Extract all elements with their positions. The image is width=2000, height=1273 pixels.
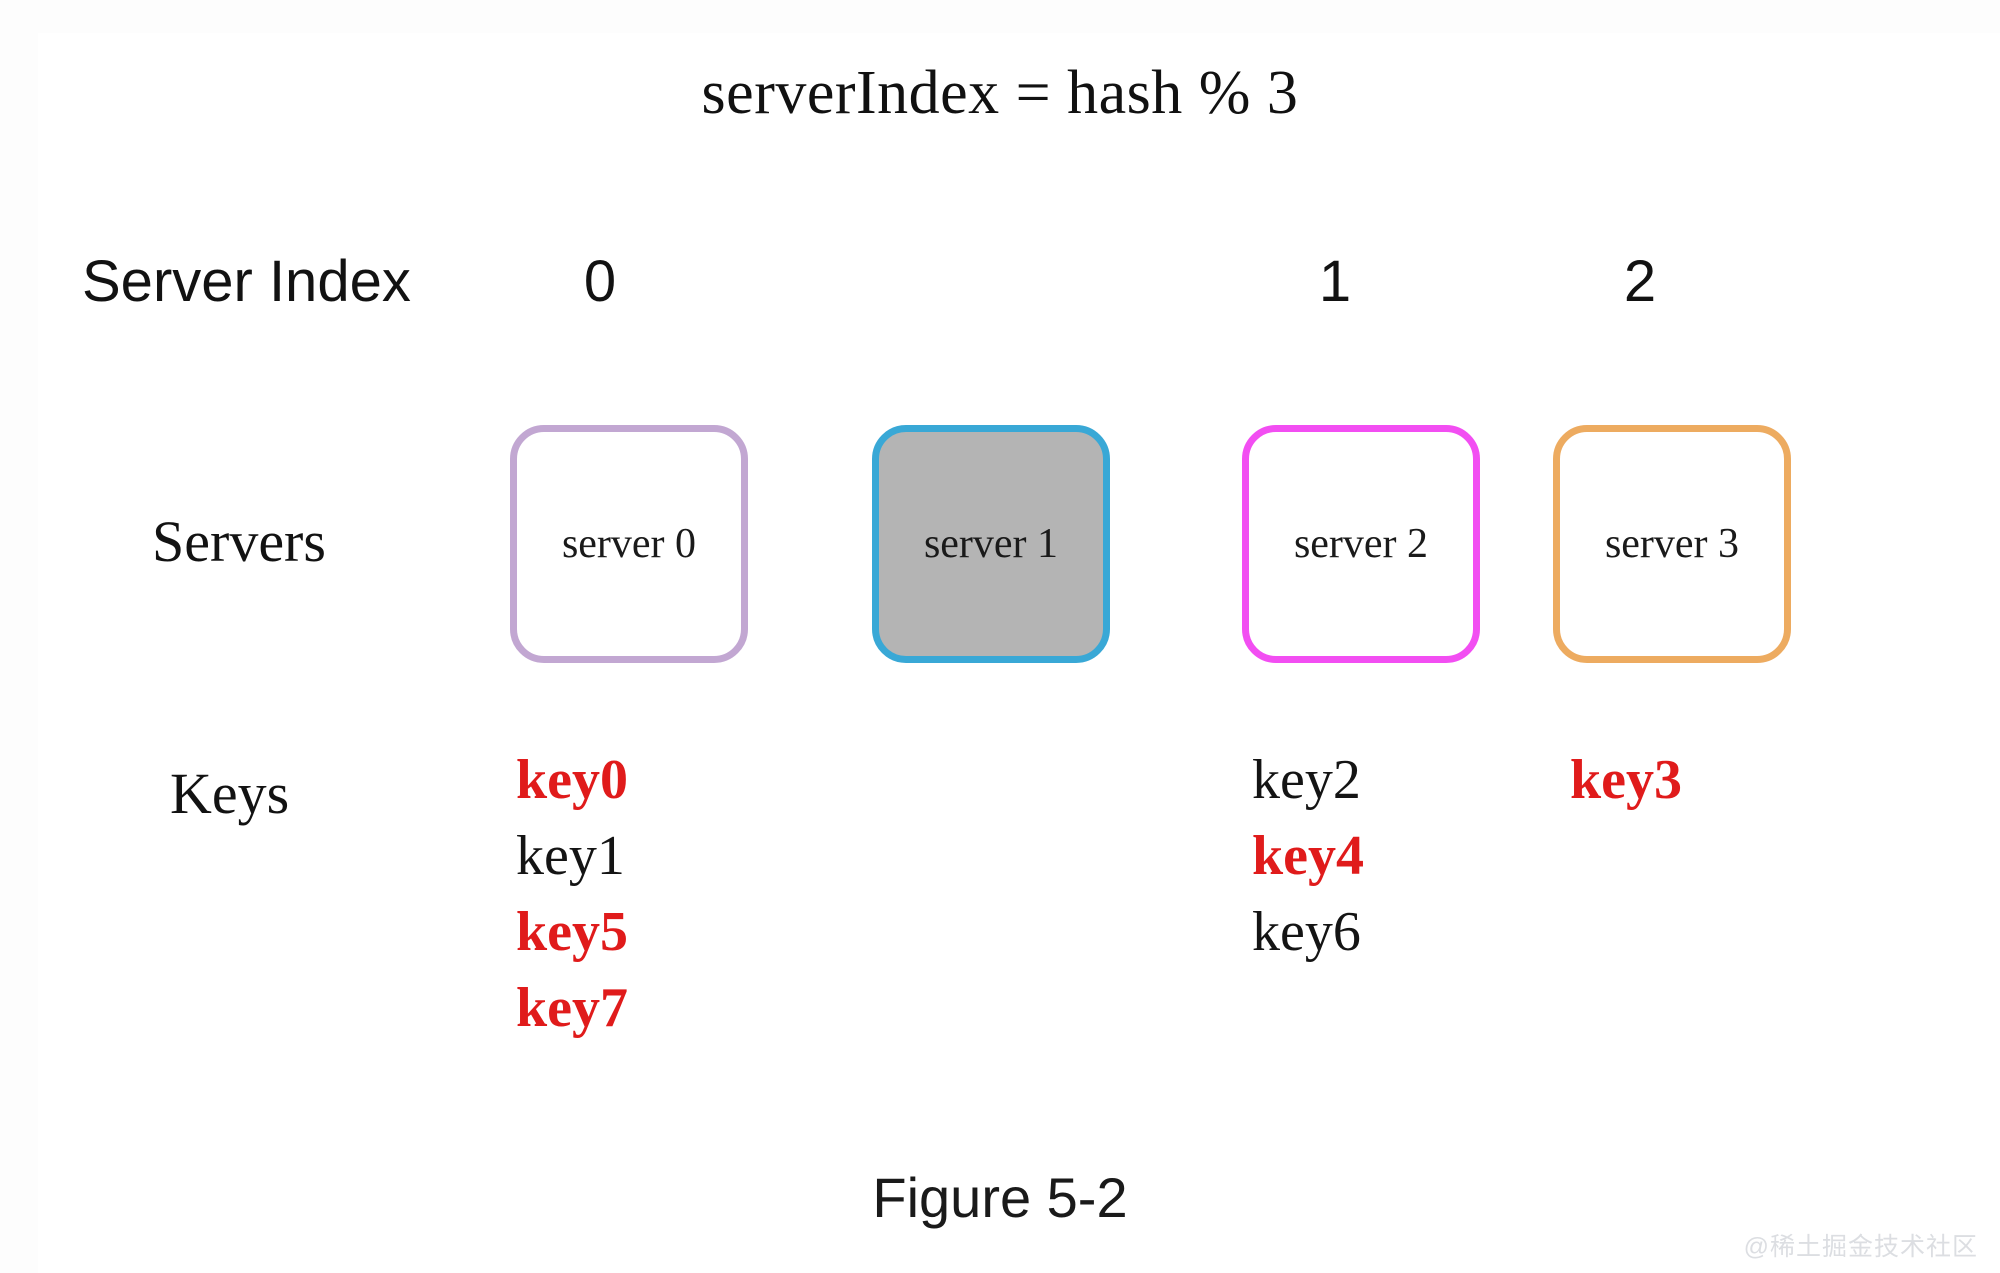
keys-row-label: Keys (170, 761, 290, 826)
servers-row-label: Servers (152, 509, 326, 574)
server-box-label: server 3 (1604, 521, 1740, 567)
server-index-value-1: 1 (1318, 249, 1352, 314)
server-box-3[interactable]: server 3 (1553, 425, 1791, 663)
server-index-value-0: 0 (583, 249, 617, 314)
server-box-0[interactable]: server 0 (510, 425, 748, 663)
key-item: key3 (1570, 749, 1682, 811)
server-box-label: server 2 (1293, 521, 1429, 567)
server-box-label: server 0 (561, 521, 697, 567)
figure-title: serverIndex = hash % 3 (701, 59, 1299, 127)
key-item: key2 (1252, 749, 1361, 811)
server-box-label: server 1 (923, 521, 1059, 567)
server-box-1[interactable]: server 1 (872, 425, 1110, 663)
key-item: key7 (516, 977, 628, 1039)
key-item: key5 (516, 901, 628, 963)
key-item: key1 (516, 825, 625, 887)
key-item: key4 (1252, 825, 1364, 887)
key-item: key6 (1252, 901, 1361, 963)
server-index-value-2: 2 (1623, 249, 1657, 314)
figure-caption: Figure 5-2 (872, 1166, 1128, 1229)
watermark: @稀土掘金技术社区 (1743, 1233, 1978, 1261)
server-index-row-label: Server Index (82, 249, 411, 314)
server-box-2[interactable]: server 2 (1242, 425, 1480, 663)
key-item: key0 (516, 749, 628, 811)
